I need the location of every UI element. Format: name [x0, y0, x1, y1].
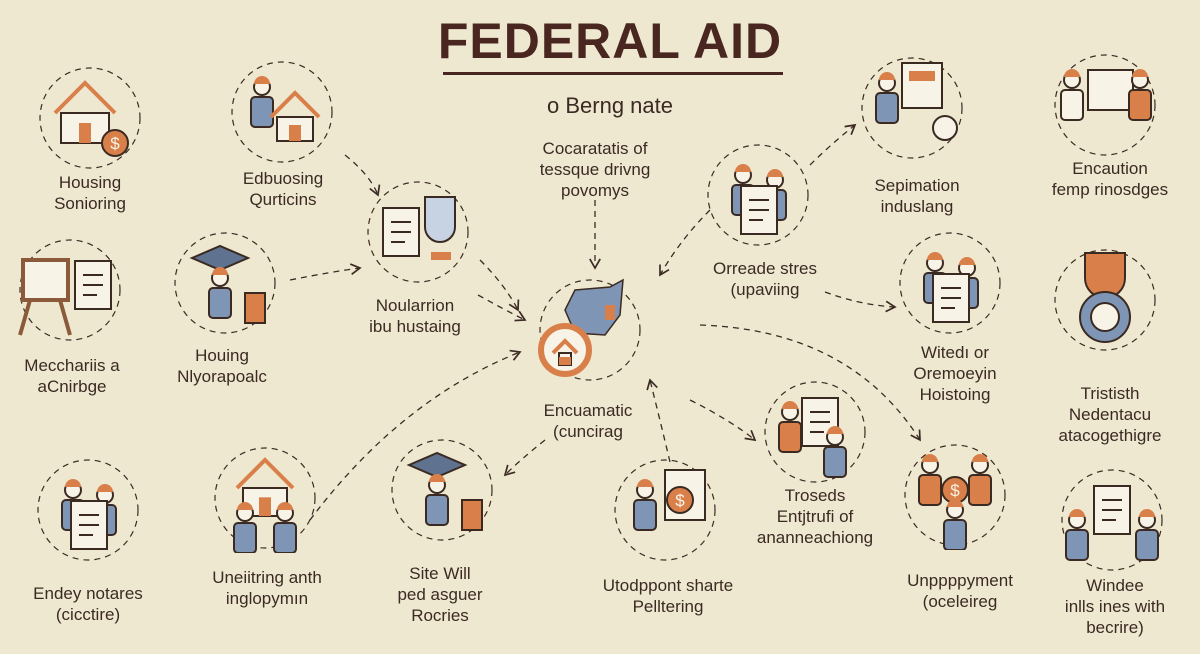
house-people-icon [210, 443, 320, 554]
node-label-unppppyment: Unppppyment (oceleireg [860, 570, 1060, 612]
label-line: Uneiitring anth [212, 568, 322, 587]
label-line: Sonioring [54, 194, 126, 213]
label-line: Hoistoing [919, 385, 991, 404]
svg-text:$: $ [110, 134, 120, 153]
people-certificate-icon [1057, 465, 1167, 575]
label-line: Orreade stres [713, 259, 817, 278]
label-line: femp rinosdges [1051, 180, 1169, 199]
person-house-icon [227, 57, 337, 167]
page-title: FEDERAL AID [437, 13, 783, 69]
arrow [689, 399, 757, 442]
node-label-encaution: Encaution femp rinosdges [1010, 158, 1200, 200]
node-label-noularrion: Noularrion ibu hustaing [315, 295, 515, 337]
people-house-icon [33, 455, 143, 565]
label-line: Utodppont sharte [602, 576, 734, 595]
node-label-windee: Windee inlls ines with becrire) [1015, 575, 1200, 638]
label-line: Rocries [411, 606, 469, 625]
node-label-encuamatic: Encuamatic (cuncirag [488, 400, 688, 442]
label-line: Qurticins [249, 190, 317, 209]
label-line: Edbuosing [242, 169, 324, 188]
arrow [309, 349, 522, 521]
us-map-icon [535, 275, 645, 385]
arrow [289, 263, 362, 281]
arrow [344, 154, 381, 197]
people-meeting-icon [895, 228, 1005, 338]
presenter-icon: $ [610, 455, 720, 565]
label-line: Sepimation [874, 176, 960, 195]
node-label-orreade-stres: Orreade stres (upaviing [665, 258, 865, 300]
node-label-uneiitring: Uneiitring anth inglopymın [167, 567, 367, 609]
label-line: Oremoeyin [913, 364, 997, 383]
label-line: Unppppyment [907, 571, 1013, 590]
label-line: Entjtrufi of [776, 507, 854, 526]
people-dollar-icon: $ [900, 440, 1010, 551]
node-label-sepimation: Sepimation induslang [817, 175, 1017, 217]
label-line: atacogethigre [1058, 426, 1162, 445]
label-line: (cuncirag [553, 422, 623, 441]
graduation-cap-icon [170, 228, 280, 338]
node-label-cocaratatis: Cocaratatis of tessque drivng povomys [495, 138, 695, 201]
svg-text:$: $ [675, 491, 685, 510]
label-line: Nedentacu [1068, 405, 1152, 424]
label-line: (cicctire) [55, 605, 121, 624]
svg-text:$: $ [950, 481, 960, 500]
label-line: becrire) [1086, 618, 1144, 637]
graduate-icon [387, 435, 497, 545]
label-line: ibu hustaing [369, 317, 461, 336]
arrow [503, 439, 546, 477]
label-line: aCnirbge [37, 377, 107, 396]
label-line: inlls ines with [1064, 597, 1166, 616]
label-line: Mecchariis a [24, 356, 120, 375]
label-line: Trististh [1080, 384, 1140, 403]
people-board-icon [1050, 50, 1160, 160]
label-line: Site Will [409, 564, 471, 583]
title-underline [443, 72, 783, 75]
label-line: Pelltering [632, 597, 704, 616]
label-line: Noularrion [375, 296, 455, 315]
arrow [477, 294, 527, 322]
arrow [809, 123, 857, 166]
worker-clock-icon [857, 53, 967, 163]
label-line: ped asguer [397, 585, 483, 604]
label-line: povomys [560, 181, 630, 200]
easel-icon [15, 235, 125, 345]
label-line: Housing [58, 173, 122, 192]
arrow [479, 259, 520, 312]
label-line: ananneachiong [756, 528, 874, 547]
medal-icon [1050, 245, 1160, 355]
page-subtitle: o Berng nate [547, 93, 673, 118]
label-line: inglopymın [225, 589, 309, 608]
document-trophy-icon [363, 177, 473, 287]
label-line: tessque drivng [539, 160, 651, 179]
label-line: induslang [880, 197, 954, 216]
label-line: Encaution [1072, 159, 1148, 178]
label-line: Cocaratatis of [542, 139, 648, 158]
arrow [824, 291, 897, 313]
label-line: Endey notares [33, 584, 143, 603]
label-line: (upaviing [730, 280, 800, 299]
label-line: Nlyorapoalc [177, 367, 267, 386]
node-label-endey: Endey notares (cicctire) [0, 583, 188, 625]
label-line: Witedı or [920, 343, 990, 362]
house-dollar-icon: $ [35, 63, 145, 173]
node-label-mecchariis: Mecchariis a aCnirbge [0, 355, 172, 397]
label-line: Encuamatic [543, 401, 633, 420]
people-document-icon [703, 140, 813, 250]
label-line: Houing [195, 346, 249, 365]
arrow [699, 324, 921, 442]
label-line: (oceleireg [922, 592, 998, 611]
label-line: Windee [1086, 576, 1144, 595]
label-line: Troseds [784, 486, 846, 505]
people-scroll-icon [760, 377, 870, 487]
